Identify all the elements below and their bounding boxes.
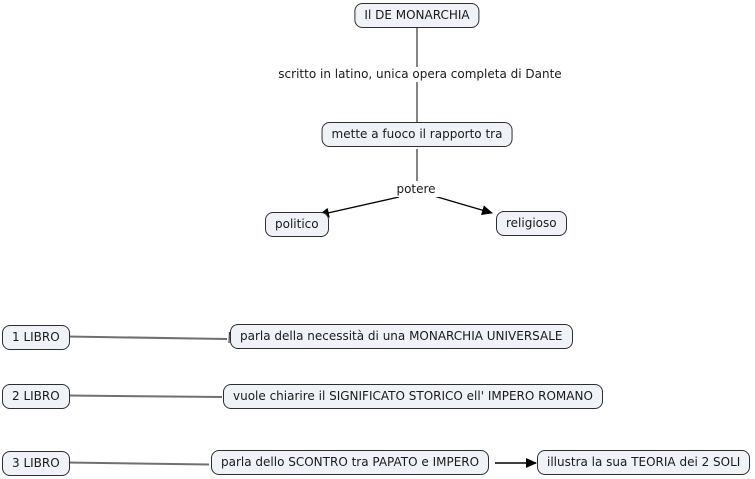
node-1-libro[interactable]: 1 LIBRO <box>2 325 70 350</box>
linking-phrase-label: scritto in latino, unica opera completa … <box>278 67 562 81</box>
node-label: 1 LIBRO <box>12 330 60 344</box>
node-scontro-papato-impero[interactable]: parla dello SCONTRO tra PAPATO e IMPERO <box>211 450 490 475</box>
node-label: illustra la sua TEORIA dei 2 SOLI <box>547 455 741 469</box>
node-label: mette a fuoco il rapporto tra <box>331 127 503 141</box>
node-label: religioso <box>506 216 557 230</box>
node-teoria-dei-2-soli[interactable]: illustra la sua TEORIA dei 2 SOLI <box>537 450 751 475</box>
edge-power-to-religious-arrow <box>433 195 493 215</box>
node-label: Il DE MONARCHIA <box>364 8 470 22</box>
edge-book3-to-desc <box>66 461 210 466</box>
node-label: parla dello SCONTRO tra PAPATO e IMPERO <box>221 455 480 469</box>
node-significato-storico-impero-romano[interactable]: vuole chiarire il SIGNIFICATO STORICO el… <box>223 384 603 409</box>
node-label: parla della necessità di una MONARCHIA U… <box>240 329 563 343</box>
node-label: politico <box>275 217 319 231</box>
node-politico[interactable]: politico <box>265 212 329 237</box>
node-mette-a-fuoco[interactable]: mette a fuoco il rapporto tra <box>321 122 513 147</box>
node-label: 2 LIBRO <box>12 389 60 403</box>
node-de-monarchia-title[interactable]: Il DE MONARCHIA <box>354 3 480 28</box>
edge-book2-to-desc <box>66 394 223 398</box>
edge-book1-connector-tick <box>228 331 231 344</box>
node-monarchia-universale[interactable]: parla della necessità di una MONARCHIA U… <box>230 324 573 349</box>
linking-phrase-label: potere <box>396 182 436 196</box>
linking-phrase-potere[interactable]: potere <box>392 182 440 197</box>
node-religioso[interactable]: religioso <box>496 211 567 236</box>
node-2-libro[interactable]: 2 LIBRO <box>2 384 70 409</box>
edge-power-to-political-arrow <box>318 196 400 218</box>
linking-phrase-scritto-in-latino[interactable]: scritto in latino, unica opera completa … <box>274 67 566 82</box>
node-label: vuole chiarire il SIGNIFICATO STORICO el… <box>233 389 593 403</box>
node-3-libro[interactable]: 3 LIBRO <box>2 451 70 476</box>
node-label: 3 LIBRO <box>12 456 60 470</box>
edge-book1-to-desc <box>66 335 228 340</box>
